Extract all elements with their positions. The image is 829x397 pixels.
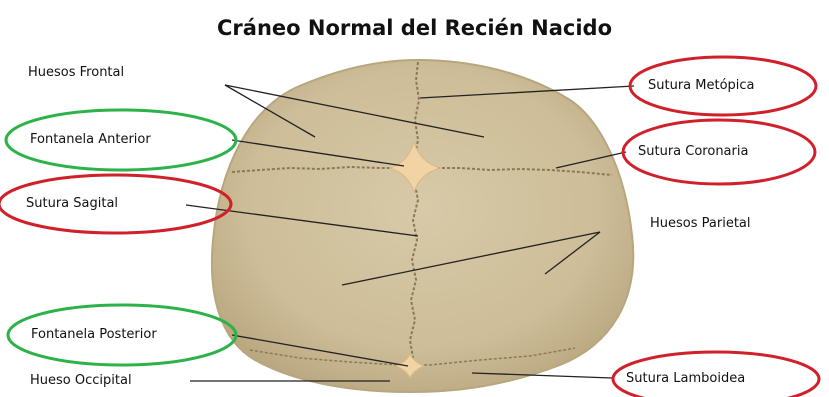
label-sutura-lamboidea: Sutura Lamboidea: [626, 371, 745, 387]
label-huesos-parietal: Huesos Parietal: [650, 216, 751, 232]
label-huesos-frontal: Huesos Frontal: [28, 65, 124, 81]
label-sutura-sagital: Sutura Sagital: [26, 196, 118, 212]
label-sutura-metopica: Sutura Metópica: [648, 78, 755, 94]
diagram-title: Cráneo Normal del Recién Nacido: [0, 16, 829, 40]
label-hueso-occipital: Hueso Occipital: [30, 373, 132, 389]
label-fontanela-anterior: Fontanela Anterior: [30, 132, 151, 148]
label-fontanela-posterior: Fontanela Posterior: [31, 327, 157, 343]
label-sutura-coronaria: Sutura Coronaria: [638, 144, 748, 160]
